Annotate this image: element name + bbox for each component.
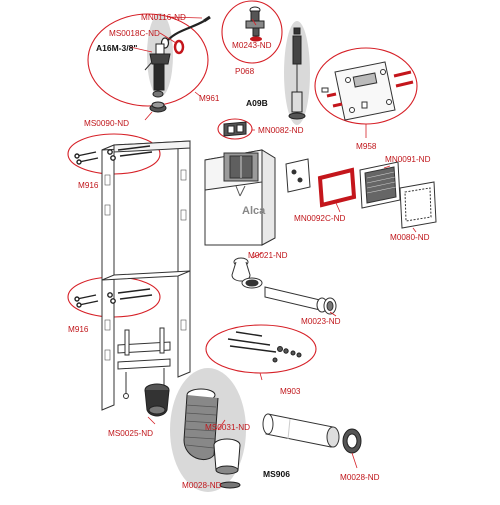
label-m0080: M0080-ND [390,233,430,242]
m916-top-bolts [74,145,153,165]
control-panel-frame [285,158,311,193]
m0023-pipe [264,286,337,315]
a09b-flush-valve [288,27,306,120]
leader-lines [129,16,417,469]
label-ms906: MS906 [263,469,290,479]
p068-callout [221,0,283,64]
mn0092c-gasket [317,167,357,208]
ms0018c-washer [173,39,185,55]
label-m916-top: M916 [78,181,99,190]
label-m0028-right: M0028-ND [340,473,380,482]
label-m0028-left: M0028-ND [182,481,222,490]
label-ms0031: MS0031-ND [205,423,250,432]
label-mn0082: MN0082-ND [258,126,304,135]
label-m0243: M0243-ND [232,41,272,50]
a16m-fill-valve [144,43,171,98]
mn0082-clip [223,121,247,137]
m958-red-rods [326,70,414,108]
label-m961: M961 [199,94,220,103]
ms906-bend-pipe [183,388,219,460]
m0243-part [245,6,265,42]
label-mn0091: MN0091-ND [385,155,431,164]
m958-mounting-plate [334,61,396,121]
mounting-frame [101,140,191,411]
m0028-seal-ring [342,428,362,454]
m903-rods [227,331,277,353]
m916-bottom-bolts [74,288,153,308]
m903-callout [205,324,317,374]
m903-small-parts [272,346,302,363]
label-m916-bottom: M916 [68,325,89,334]
brand-logo: Alca [242,205,266,217]
label-a16m: A16M-3/8" [96,43,137,53]
label-m903: M903 [280,387,301,396]
label-m958: M958 [356,142,377,151]
cistern-outlet [231,257,263,289]
ms0031-adapter [213,438,241,475]
label-m0023: M0023-ND [301,317,341,326]
mn0082-callout [217,118,253,140]
mn0091-frame [359,161,401,209]
label-mn0116: MN0116-ND [141,13,186,22]
m0080-cover [399,181,437,229]
m958-small-parts [321,87,368,109]
label-ms0018c: MS0018C-ND [109,29,160,38]
ms0025-clamp [144,383,170,417]
label-p068: P068 [235,67,255,76]
label-ms0025: MS0025-ND [108,429,153,438]
label-mn0092c: MN0092C-ND [294,214,345,223]
label-m0021: M0021-ND [248,251,288,260]
m0028-pipe [262,413,340,448]
m0028-left-ring [219,481,241,489]
ms0090-float [149,101,167,113]
m961-callout [87,13,209,107]
label-a09b: A09B [246,98,268,108]
cistern-tank [204,149,276,246]
label-ms0090: MS0090-ND [84,119,129,128]
